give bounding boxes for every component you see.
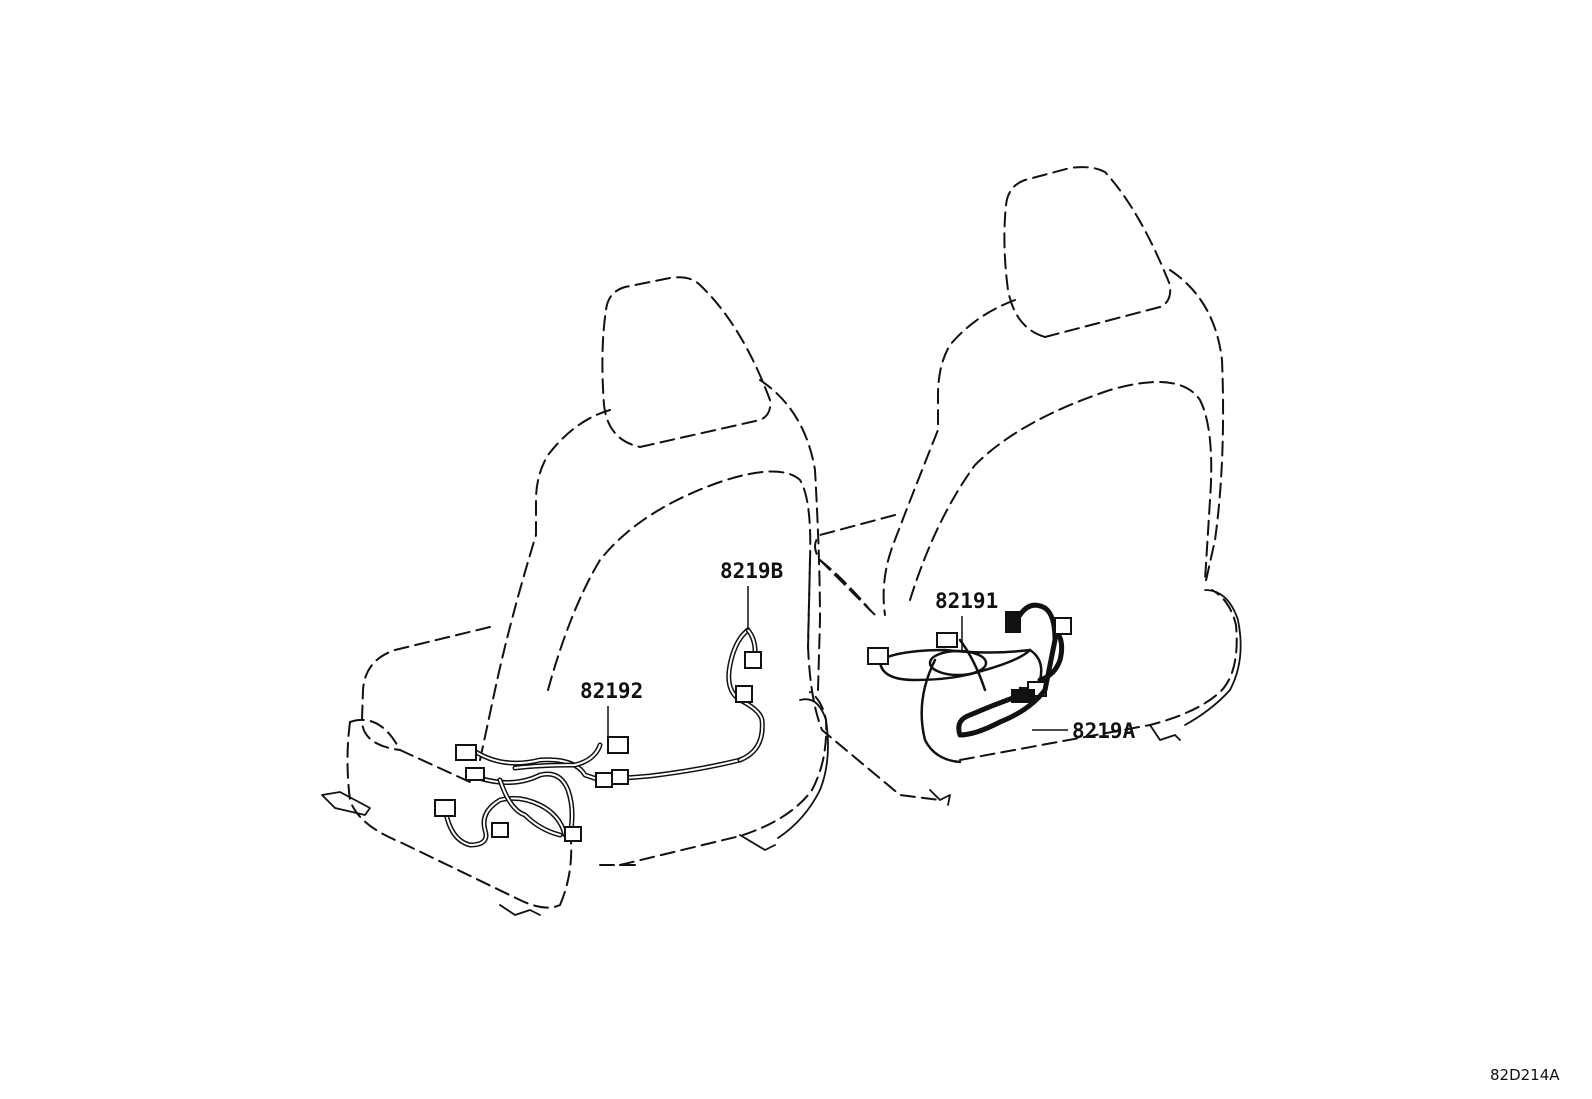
connector	[595, 772, 613, 788]
part-number-82192: 82192	[580, 679, 643, 703]
left-cushion-side	[349, 718, 641, 866]
harness-82192	[434, 736, 743, 848]
connector	[744, 651, 762, 669]
callout-8219B: 8219B	[720, 559, 783, 630]
part-number-8219A: 8219A	[1072, 719, 1136, 743]
right-seatback-panel	[909, 381, 1213, 601]
left-seat-rail	[321, 791, 776, 916]
right-headrest	[1003, 166, 1172, 338]
right-seat-rail	[929, 724, 1181, 806]
illustration-code: 82D214A	[1490, 1066, 1560, 1084]
left-seatback-panel	[547, 470, 812, 691]
connector	[564, 826, 582, 842]
connector	[867, 647, 889, 665]
left-side-cover	[777, 698, 829, 839]
callout-8219A: 8219A	[1032, 719, 1136, 743]
connector	[1054, 617, 1072, 635]
connector	[611, 769, 629, 785]
left-seatback	[479, 379, 821, 761]
right-cushion-side	[807, 559, 871, 646]
callout-82192: 82192	[580, 679, 643, 745]
harness-8219B	[726, 627, 765, 763]
left-seat-outline	[321, 276, 829, 916]
left-headrest	[601, 276, 772, 448]
part-number-8219B: 8219B	[720, 559, 783, 583]
connector	[434, 799, 456, 817]
connector	[455, 744, 477, 761]
connector	[465, 767, 485, 781]
right-side-cover	[1184, 589, 1242, 726]
connector	[735, 685, 753, 703]
connector	[1005, 611, 1021, 633]
callout-82191: 82191	[935, 589, 998, 650]
left-cushion	[346, 626, 828, 909]
right-seat-outline	[807, 166, 1242, 806]
right-seatback	[882, 269, 1225, 616]
connector	[491, 822, 509, 838]
connector	[607, 736, 629, 754]
part-number-82191: 82191	[935, 589, 998, 613]
harness-8219A	[956, 602, 1072, 738]
connector	[1011, 689, 1035, 703]
connector	[936, 632, 958, 648]
